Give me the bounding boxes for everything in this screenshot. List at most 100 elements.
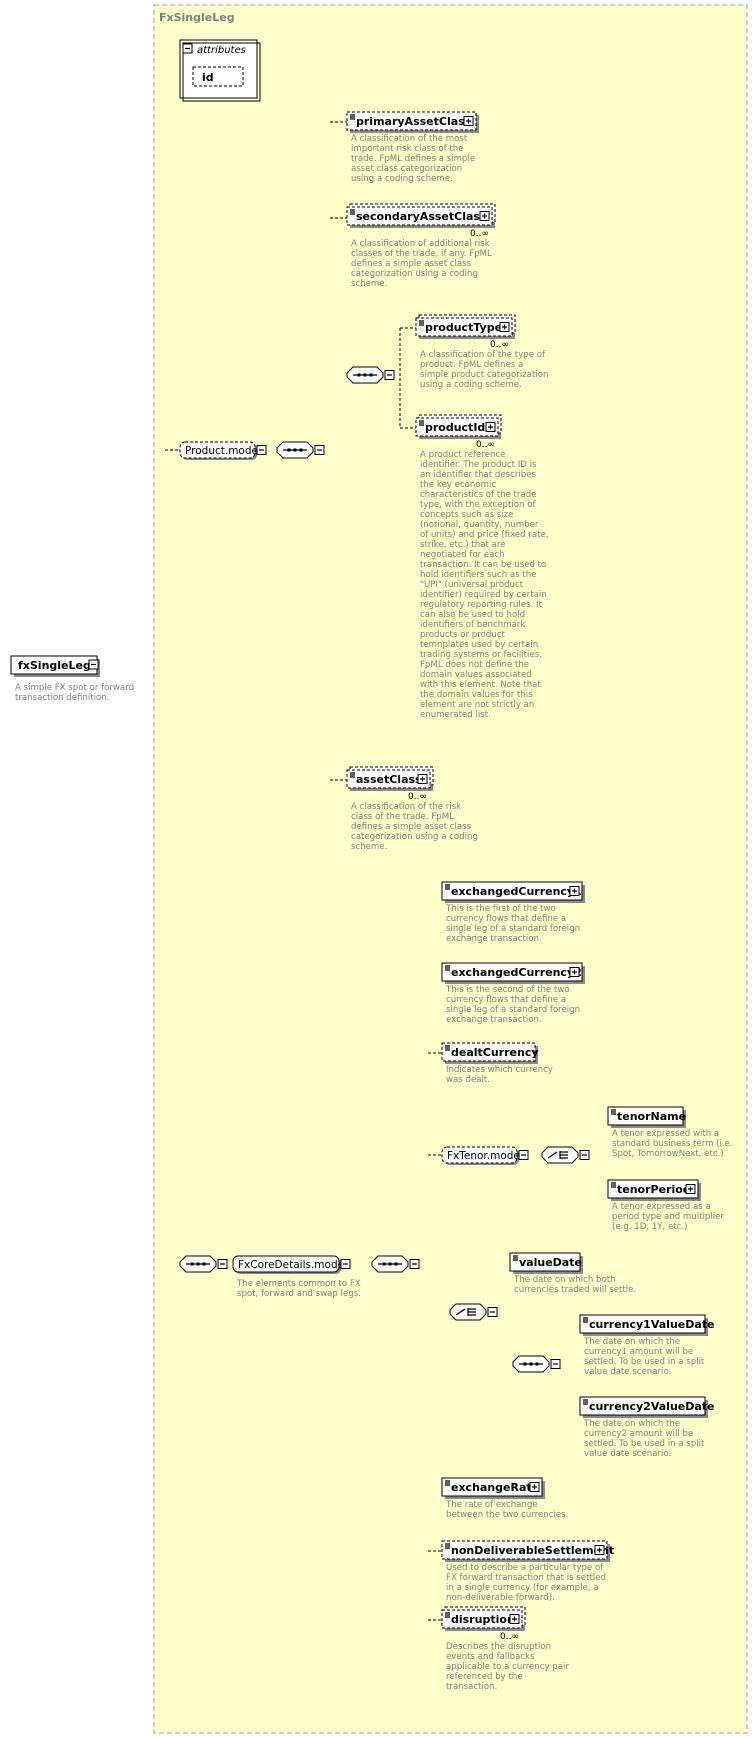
- collapse-icon[interactable]: [314, 445, 325, 455]
- collapse-icon[interactable]: [182, 43, 193, 54]
- expand-icon[interactable]: [485, 422, 496, 432]
- element-box[interactable]: [441, 881, 583, 901]
- element-doc: identifiers of benchmark: [420, 620, 525, 630]
- expand-icon[interactable]: [479, 211, 490, 221]
- element-doc: settled. To be used in a split: [584, 1439, 705, 1449]
- collapse-icon[interactable]: [88, 659, 99, 670]
- element-box[interactable]: [415, 417, 499, 437]
- element-box[interactable]: [509, 1252, 581, 1272]
- expand-icon[interactable]: [463, 116, 474, 126]
- expand-icon[interactable]: [529, 1482, 540, 1492]
- core-sequence[interactable]: [371, 1255, 420, 1273]
- value-date-choice[interactable]: [449, 1303, 498, 1321]
- collapse-icon[interactable]: [487, 1307, 498, 1317]
- group-fx_tenor[interactable]: FxTenor.model: [441, 1146, 529, 1165]
- element-box[interactable]: [441, 1042, 536, 1062]
- element-box[interactable]: [346, 111, 477, 131]
- collapse-icon[interactable]: [409, 1259, 420, 1269]
- element-doc: events and fallbacks: [446, 1652, 535, 1662]
- element-box[interactable]: [579, 1396, 706, 1416]
- group-doc: spot, forward and swap legs.: [237, 1289, 361, 1299]
- tenor-choice[interactable]: [541, 1146, 590, 1164]
- attribute-id-box[interactable]: [192, 66, 244, 87]
- element-box[interactable]: [346, 206, 493, 226]
- type-box: [153, 4, 748, 1734]
- collapse-icon[interactable]: [550, 1359, 561, 1369]
- group-box[interactable]: [232, 1255, 340, 1273]
- element-doc: transaction definition.: [15, 693, 109, 703]
- expand-icon[interactable]: [499, 322, 510, 332]
- expand-icon[interactable]: [417, 774, 428, 784]
- element-box[interactable]: [441, 1609, 523, 1629]
- element-box[interactable]: [441, 962, 583, 982]
- cardinality-label: 0..∞: [476, 440, 495, 450]
- element-doc: single leg of a standard foreign: [446, 1005, 580, 1015]
- group-doc: The elements common to FX: [236, 1279, 361, 1289]
- doc-lines-icon: [445, 965, 450, 971]
- element-box[interactable]: [607, 1106, 684, 1126]
- doc-lines-icon: [350, 114, 355, 120]
- sequence-dot: [369, 373, 373, 377]
- expand-icon[interactable]: [569, 886, 580, 896]
- element-label: currency1ValueDate: [589, 1318, 715, 1331]
- expand-icon[interactable]: [594, 1545, 605, 1555]
- split-date-sequence[interactable]: [512, 1355, 561, 1373]
- collapse-icon[interactable]: [340, 1259, 351, 1269]
- collapse-icon[interactable]: [217, 1259, 228, 1269]
- element-box[interactable]: [415, 317, 513, 337]
- element-box[interactable]: [607, 1179, 699, 1199]
- collapse-icon[interactable]: [256, 445, 267, 455]
- element-doc: currency flows that define a: [446, 914, 566, 924]
- group-box[interactable]: [179, 441, 256, 459]
- element-label: secondaryAssetClass: [356, 210, 487, 223]
- element-doc: important risk class of the: [351, 144, 463, 154]
- product-sequence[interactable]: [276, 441, 325, 459]
- element-doc: The date on which the: [583, 1337, 680, 1347]
- product-id-sequence[interactable]: [346, 366, 395, 384]
- collapse-icon[interactable]: [579, 1150, 590, 1160]
- element-doc: identifier. The product ID is: [420, 460, 537, 470]
- element-label: productId: [425, 421, 485, 434]
- element-doc: A classification of the most: [351, 134, 468, 144]
- element-doc: A product reference: [420, 450, 505, 460]
- expand-icon[interactable]: [509, 1614, 520, 1624]
- collapse-icon[interactable]: [384, 370, 395, 380]
- element-doc: categorization using a coding: [351, 269, 478, 279]
- element-doc: The date on which the: [583, 1419, 680, 1429]
- sequence-dot: [202, 1262, 206, 1266]
- group-box[interactable]: [441, 1146, 518, 1164]
- expand-icon[interactable]: [569, 967, 580, 977]
- element-doc: The date on which both: [513, 1275, 616, 1285]
- element-box[interactable]: [441, 1477, 543, 1497]
- expand-icon[interactable]: [685, 1184, 696, 1194]
- collapse-icon[interactable]: [518, 1150, 529, 1160]
- element-box[interactable]: [346, 769, 431, 789]
- element-box[interactable]: [441, 1540, 608, 1560]
- fx-sequence[interactable]: [179, 1255, 228, 1273]
- element-label: tenorPeriod: [617, 1183, 691, 1196]
- element-box[interactable]: [579, 1314, 706, 1334]
- element-doc: using a coding scheme.: [420, 380, 522, 390]
- element-doc: A classification of the type of: [420, 350, 546, 360]
- group-label: Product.model: [185, 445, 261, 457]
- group-product_model[interactable]: Product.model: [179, 441, 267, 460]
